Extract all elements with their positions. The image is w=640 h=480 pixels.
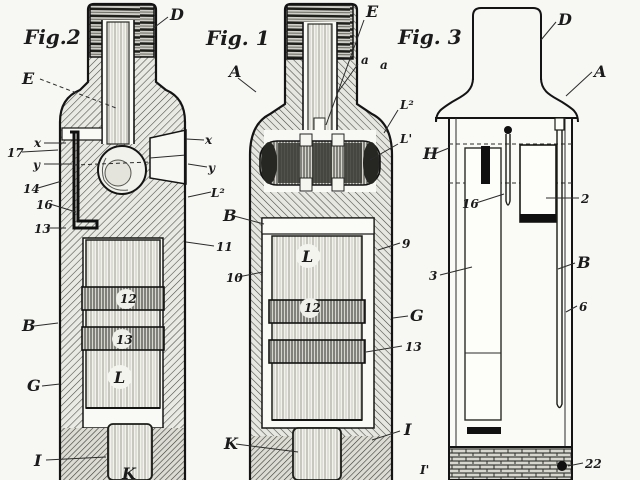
fig1-label-L2: L²: [399, 98, 414, 112]
fig1-label-9: 9: [402, 237, 411, 251]
fig1-label-halo: [296, 244, 320, 268]
fig3-label-16: 16: [462, 197, 479, 211]
fig3-contact-bar: [467, 427, 501, 434]
fig3-label-3: 3: [429, 269, 437, 283]
fig2-label-11: 11: [216, 240, 233, 254]
fig1-cell-segment: [344, 143, 362, 183]
fig2-label-x-left: x: [33, 136, 42, 150]
fig3-pivot-dot: [504, 126, 512, 134]
fig2-base-plug: [107, 423, 153, 480]
fig1-label-L: L: [301, 247, 313, 266]
fig3-hook-wire: [505, 134, 511, 206]
fig1-cell-segment: [312, 143, 332, 183]
fig2-label-13-left: 13: [34, 222, 51, 236]
fig1-cell-bracket: [299, 133, 313, 147]
fig1-cell-bracket: [331, 133, 345, 147]
figure-titles: Fig.2 Fig. 1 Fig. 3: [23, 25, 462, 50]
fig1-battery: [271, 235, 363, 421]
fig3-pocket-base: [520, 214, 556, 222]
fig3-neck-outline: [472, 7, 542, 80]
fig2-label-I: I: [33, 451, 42, 470]
fig3-knurled-base: [448, 446, 573, 480]
fig1-label-halo: [300, 298, 320, 318]
fig1-cell-bracket: [299, 177, 313, 192]
fig3-lamp-pocket: [519, 144, 557, 223]
fig3-shoulder-outline: [435, 77, 579, 123]
fig1-view: [233, 2, 409, 480]
fig2-label-14: 14: [23, 182, 40, 196]
fig1-label-Lp: L': [399, 132, 412, 146]
fig3-label-2: 2: [580, 192, 589, 206]
fig2-bulb-shade: [101, 157, 129, 191]
fig1-cell-bracket: [331, 177, 345, 192]
fig2-label-13: 13: [116, 333, 133, 347]
fig2-label-16: 16: [36, 198, 53, 212]
fig1-label-K: K: [223, 434, 239, 453]
fig2-outline: [58, 2, 187, 480]
fig1-label-a1: a: [361, 53, 369, 67]
fig3-label-6: 6: [579, 300, 588, 314]
fig2-label-K: K: [121, 464, 137, 480]
fig3-leaders: [433, 21, 593, 467]
fig3-title: Fig. 3: [397, 25, 462, 49]
fig1-cell-cap-right: [363, 142, 379, 184]
fig1-label-a2: a: [380, 58, 388, 72]
fig3-contact-strip: [481, 146, 490, 184]
fig2-label-y-right: y: [207, 161, 216, 175]
fig2-bulb-inner: [104, 159, 132, 187]
fig2-labels: D E x 17 y 14 16 13 B G I 12 13 L K x y …: [7, 5, 233, 480]
fig3-label-D: D: [557, 10, 572, 29]
fig1-label-G: G: [410, 306, 424, 325]
fig3-battery-tube: [464, 147, 502, 421]
fig1-label-Ip: I': [419, 463, 429, 477]
fig2-contact-bracket: [70, 130, 99, 230]
fig1-label-A: A: [227, 62, 241, 81]
fig1-outline: [248, 2, 394, 480]
fig1-label-13: 13: [405, 340, 422, 354]
fig1-label-10: 10: [226, 271, 243, 285]
fig2-label-E: E: [21, 69, 35, 88]
fig1-label-B: B: [222, 206, 237, 225]
fig2-label-L: L: [113, 368, 125, 387]
fig2-side-pocket: [61, 127, 103, 141]
fig2-label-L2: L²: [210, 186, 225, 200]
fig2-label-B: B: [21, 316, 36, 335]
fig1-base-plug: [292, 427, 342, 480]
fig3-view: [433, 7, 593, 480]
fig2-label-12: 12: [120, 292, 137, 306]
fig2-label-17: 17: [7, 146, 24, 160]
fig3-side-tube: [556, 130, 563, 409]
fig2-label-x-right: x: [204, 133, 213, 147]
fig1-label-12: 12: [304, 301, 321, 315]
fig3-base-dot: [557, 461, 567, 471]
fig3-label-H: H: [422, 144, 439, 163]
fig2-label-y-left: y: [32, 158, 41, 172]
fig2-label-D: D: [169, 5, 184, 24]
fig2-label-halo: [116, 289, 136, 309]
fig2-stem: [106, 21, 130, 145]
fig3-tube-cap: [554, 117, 565, 131]
fig1-leaders: [233, 19, 409, 453]
fig3-labels: D A H 16 2 3 B 6 22: [422, 10, 606, 471]
fig1-cell-cap-left: [261, 142, 277, 184]
fig2-label-halo: [112, 329, 132, 349]
fig1-ring-13: [268, 339, 366, 364]
fig1-cavity-collar: [261, 217, 375, 235]
fig2-leaders: [21, 16, 215, 461]
fig2-label-halo: [108, 365, 132, 389]
fig3-label-A: A: [592, 62, 606, 81]
fig1-label-I: I: [403, 420, 412, 439]
fig3-label-B: B: [576, 253, 591, 272]
fig2-label-G: G: [27, 376, 41, 395]
fig3-label-22: 22: [584, 457, 602, 471]
fig2-view: [21, 2, 215, 480]
fig1-label-E: E: [365, 2, 379, 21]
fig2-title: Fig.2: [23, 25, 81, 49]
fig1-title: Fig. 1: [205, 26, 270, 50]
fig1-cell-segment: [278, 143, 300, 183]
fig1-labels: A E a a L² L' B 10 9 G 13 I I' K L 12: [222, 2, 429, 477]
